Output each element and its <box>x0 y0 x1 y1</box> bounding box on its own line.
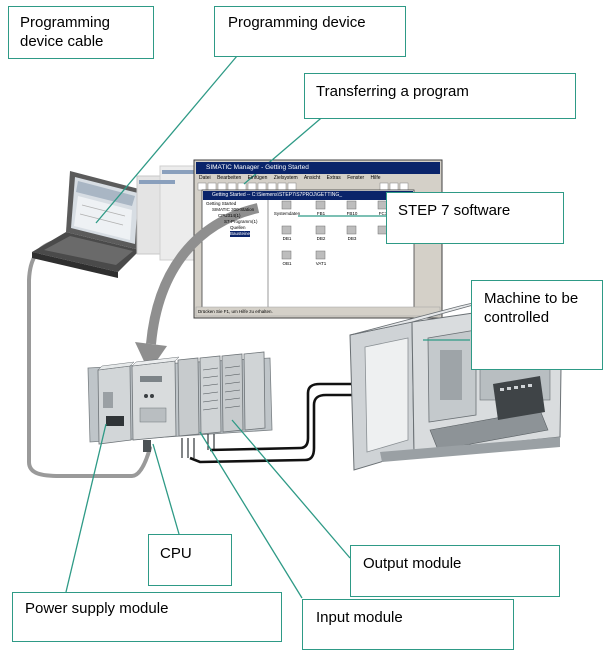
leader-programming-device <box>95 55 238 224</box>
menu-item[interactable]: Ansicht <box>303 175 321 181</box>
callout-text: CPU <box>160 545 192 562</box>
tree-item[interactable]: Getting Started <box>206 201 237 206</box>
block-label[interactable]: DB1 <box>282 236 292 241</box>
software-status-bar: Drücken Sie F1, um Hilfe zu erhalten. <box>198 309 273 314</box>
menu-item[interactable]: Fenster <box>347 175 365 181</box>
block-label[interactable]: FB10 <box>346 211 358 216</box>
leader-input-module <box>199 431 303 599</box>
project-window-title: Getting Started -- C:\Siemens\STEP7\S7PR… <box>203 191 413 200</box>
callout-output-module: Output module <box>350 545 560 597</box>
callout-text: Machine to be <box>484 290 579 307</box>
block-label[interactable]: VAT1 <box>315 261 327 266</box>
menu-item[interactable]: Bearbeiten <box>217 175 242 181</box>
block-label[interactable]: FC1 <box>378 211 388 216</box>
transfer-arrow <box>135 203 260 372</box>
callout-text: Programming <box>20 14 111 31</box>
leader-output-module <box>231 419 351 559</box>
callout-text: Input module <box>316 609 403 626</box>
callout-cpu: CPU <box>148 534 232 586</box>
software-menu-bar: Datei Bearbeiten Einfügen Zielsystem Ans… <box>196 174 440 182</box>
software-window-title: SIMATIC Manager - Getting Started <box>196 162 440 174</box>
tree-item[interactable]: SIMATIC 300-Station <box>212 207 255 212</box>
menu-item[interactable]: Extras <box>326 175 341 181</box>
block-label[interactable]: DB2 <box>316 236 326 241</box>
block-label[interactable]: FB1 <box>316 211 326 216</box>
menu-item[interactable]: Einfügen <box>247 175 268 181</box>
callout-input-module: Input module <box>302 599 514 650</box>
tree-item-selected[interactable]: Bausteine <box>230 231 251 237</box>
callout-text: Transferring a program <box>316 83 469 100</box>
callout-machine: Machine to be controlled <box>471 280 603 370</box>
callout-programming-device: Programming device <box>214 6 406 57</box>
callout-power-supply-module: Power supply module <box>12 592 282 642</box>
block-label[interactable]: DB3 <box>347 236 357 241</box>
callout-text: STEP 7 software <box>398 202 511 219</box>
leader-cpu <box>152 443 180 535</box>
menu-item[interactable]: Zielsystem <box>273 175 298 181</box>
menu-item[interactable]: Hilfe <box>370 175 381 181</box>
callout-step7-software: STEP 7 software <box>386 192 564 244</box>
callout-text: Output module <box>363 555 462 572</box>
menu-item[interactable]: Datei <box>199 175 211 181</box>
callout-text: device cable <box>20 33 104 50</box>
tree-item[interactable]: CPU314(1) <box>218 213 241 218</box>
io-cables <box>189 382 368 464</box>
callout-text: Programming device <box>228 14 366 31</box>
plc-rack <box>87 351 273 458</box>
callout-programming-device-cable: Programming device cable <box>8 6 154 59</box>
callout-transferring-program: Transferring a program <box>304 73 576 119</box>
laptop-illustration <box>32 171 143 278</box>
callout-text: controlled <box>484 309 550 326</box>
leader-power-supply <box>65 423 107 593</box>
block-label[interactable]: OB1 <box>282 261 292 266</box>
callout-text: Power supply module <box>25 600 169 617</box>
tree-item[interactable]: S7-Programm(1) <box>224 219 258 224</box>
block-label[interactable]: Systemdaten <box>273 211 301 216</box>
tree-item[interactable]: Quellen <box>230 225 246 230</box>
programming-device-cable <box>27 238 152 478</box>
